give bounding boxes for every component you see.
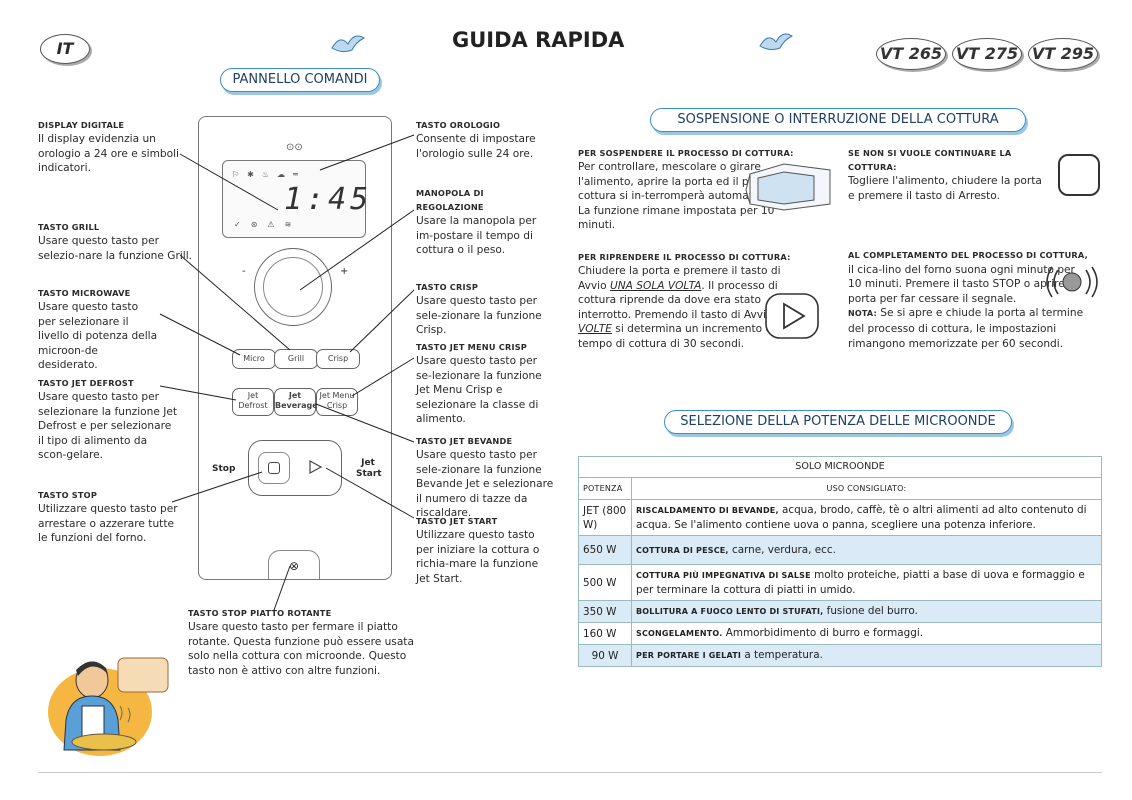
start-stop-rocker: [248, 440, 342, 496]
col-power-header: Potenza: [578, 477, 632, 500]
display-icons-top: ⚐✱♨☁═: [232, 170, 306, 179]
crisp-button[interactable]: Crisp: [316, 349, 360, 369]
bird-icon: [328, 30, 368, 60]
note-display: Display digitaleIl display evidenzia un …: [38, 120, 179, 175]
model-badge: VT 275: [952, 38, 1022, 70]
model-badge: VT 295: [1028, 38, 1098, 70]
table-row: 90 W Per portare i gelati a temperatura.: [578, 644, 1102, 667]
micro-button[interactable]: Micro: [232, 349, 276, 369]
control-panel: [198, 116, 392, 580]
clock-icon: ⊙⊙: [286, 142, 303, 153]
chef-illustration: [48, 657, 169, 756]
note-knob: Manopola di regolazioneUsare la manopola…: [416, 188, 537, 257]
end-cooking-text: Al completamento del processo di cottura…: [848, 250, 1088, 350]
note-clock: Tasto OrologioConsente di impostare l'or…: [416, 120, 536, 160]
play-icon: [309, 459, 323, 475]
adjust-knob[interactable]: [254, 248, 332, 326]
table-row: 650 W Cottura di pesce, carne, verdura, …: [578, 535, 1102, 565]
note-crisp: Tasto CrispUsare questo tasto per sele-z…: [416, 282, 542, 337]
table-row: JET (800 W) Riscaldamento di bevande, ac…: [578, 499, 1102, 536]
table-row: 160 W Scongelamento. Ammorbidimento di b…: [578, 622, 1102, 645]
jet-beverage-button[interactable]: Jet Beverage: [274, 388, 318, 416]
note-grill: Tasto GrillUsare questo tasto per selezi…: [38, 222, 193, 262]
table-row: 350 W Bollitura a fuoco lento di stufati…: [578, 600, 1102, 623]
stop-cooking-text: Se non si vuole continuare la cottura:To…: [848, 148, 1042, 202]
note-jet-defrost: Tasto Jet DefrostUsare questo tasto per …: [38, 378, 178, 462]
minus-label: -: [242, 266, 246, 277]
col-use-header: Uso consigliato:: [631, 477, 1102, 500]
note-jet-start: Tasto Jet StartUtilizzare questo tasto p…: [416, 516, 540, 585]
jet-defrost-button[interactable]: Jet Defrost: [232, 388, 274, 416]
section-power-header: SELEZIONE DELLA POTENZA DELLE MICROONDE: [664, 410, 1012, 434]
section-panel-header: PANNELLO COMANDI: [220, 68, 380, 92]
stop-button-icon: [1058, 154, 1100, 196]
table-caption: SOLO MICROONDE: [578, 456, 1102, 478]
section-suspend-header: SOSPENSIONE O INTERRUZIONE DELLA COTTURA: [650, 108, 1026, 132]
note-stop: Tasto StopUtilizzare questo tasto per ar…: [38, 490, 178, 545]
page-title: GUIDA RAPIDA: [452, 28, 625, 52]
table-row: 500 W Cottura più impegnativa di salse m…: [578, 564, 1102, 601]
stop-label: Stop: [212, 464, 236, 474]
note-jet-menu-crisp: Tasto Jet Menu CrispUsare questo tasto p…: [416, 342, 542, 426]
jet-menu-crisp-button[interactable]: Jet Menu Crisp: [316, 388, 358, 416]
bird-icon: [756, 28, 796, 58]
turntable-icon: ⊗: [288, 559, 300, 573]
note-turntable-stop: Tasto Stop piatto rotanteUsare questo ta…: [188, 608, 414, 677]
jet-start-button[interactable]: [300, 452, 330, 482]
plus-label: +: [340, 266, 349, 277]
start-button-icon: [765, 293, 819, 339]
display-time: 1:45: [284, 182, 373, 217]
language-badge: IT: [40, 34, 90, 64]
power-table: SOLO MICROONDE Potenza Uso consigliato: …: [578, 456, 1102, 667]
footer-rule: [38, 772, 1102, 773]
display-icons-bottom: ✓⊛⚠≋: [234, 220, 302, 229]
open-microwave-icon: [745, 163, 831, 211]
stop-icon: [268, 462, 280, 474]
note-microwave: Tasto MicrowaveUsare questo tasto per se…: [38, 288, 158, 372]
jet-start-label: Jet Start: [356, 458, 382, 479]
model-badge: VT 265: [876, 38, 946, 70]
display-panel: [222, 160, 366, 238]
stop-button[interactable]: [258, 452, 290, 484]
note-jet-bevande: Tasto Jet BevandeUsare questo tasto per …: [416, 436, 554, 520]
callout-lines: [159, 134, 415, 611]
beep-sound-icon: [1046, 266, 1098, 298]
turntable-stop-button[interactable]: ⊗: [268, 550, 320, 579]
